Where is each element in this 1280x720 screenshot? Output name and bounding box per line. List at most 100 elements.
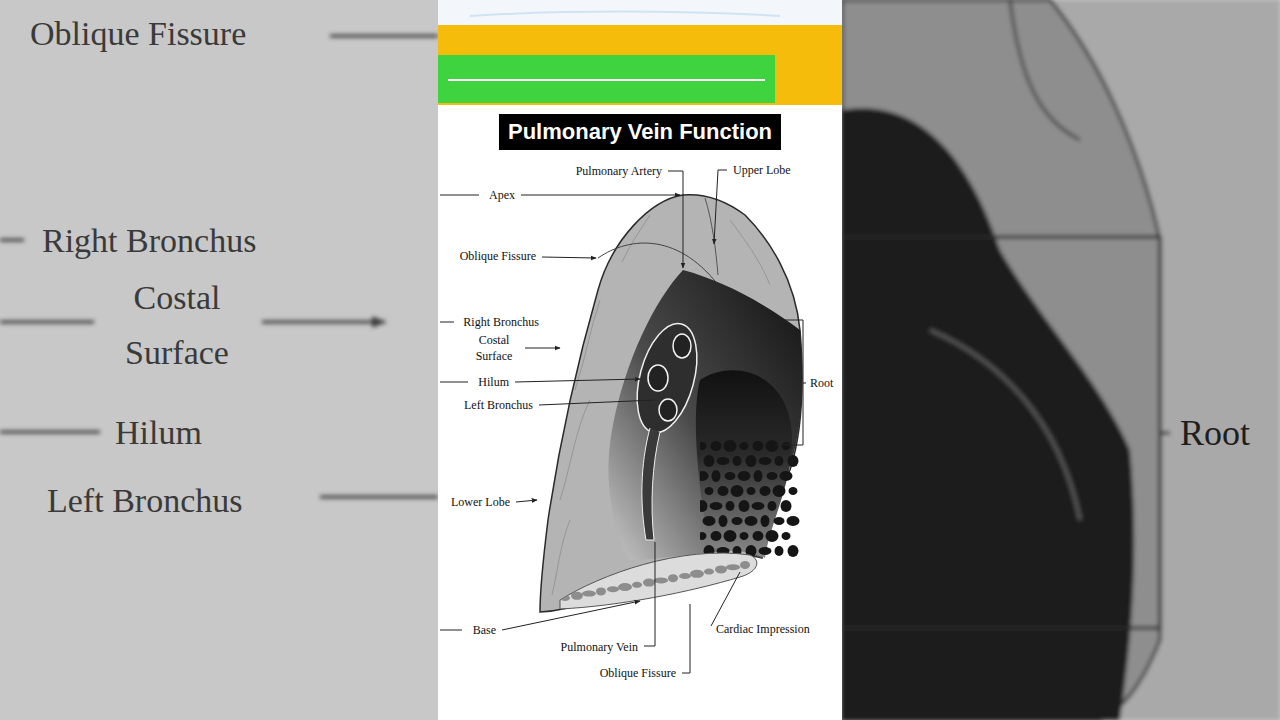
- texture-spot: [753, 531, 764, 541]
- texture-spot: [571, 592, 583, 600]
- texture-spot: [710, 502, 723, 510]
- texture-spot: [696, 471, 709, 481]
- part-label: Upper Lobe: [733, 163, 791, 177]
- blurred-background: [0, 0, 438, 720]
- texture-spot: [715, 565, 727, 573]
- texture-spot: [668, 574, 678, 582]
- part-label: Cardiac Impression: [716, 622, 810, 636]
- leader-line: [262, 321, 385, 324]
- part-label: Base: [473, 623, 496, 637]
- leader-line: [711, 572, 740, 626]
- texture-spot: [740, 561, 750, 569]
- bronchus-section: [648, 365, 668, 391]
- leader-line: [0, 321, 94, 324]
- texture-spot: [759, 457, 772, 465]
- leader-line: [668, 171, 683, 268]
- leader-line: [440, 322, 454, 323]
- lung-surface: [842, 0, 1160, 720]
- texture-spot: [782, 442, 791, 450]
- part-label: Apex: [489, 188, 515, 202]
- leader-line: [525, 348, 560, 349]
- blurred-leader-lines: [0, 36, 438, 497]
- part-label: Costal Surface: [469, 332, 519, 364]
- texture-spot: [711, 531, 722, 541]
- texture-spot: [560, 595, 570, 601]
- texture-spot: [724, 530, 737, 542]
- texture-spot: [690, 570, 704, 578]
- texture-spot: [782, 532, 791, 540]
- texture-spot: [596, 587, 606, 595]
- texture-spot: [726, 564, 740, 570]
- leader-line: [644, 542, 655, 646]
- texture-spot: [698, 532, 707, 540]
- top-strip-line: [470, 12, 780, 17]
- leader-line: [714, 170, 727, 244]
- part-label: Lower Lobe: [451, 495, 510, 509]
- texture-spot: [780, 471, 793, 481]
- texture-spot: [754, 470, 763, 482]
- texture-spot: [760, 486, 771, 496]
- leader-line: [542, 257, 596, 258]
- texture-line: [560, 400, 590, 500]
- texture-spot: [738, 471, 751, 481]
- texture-spot: [761, 515, 770, 527]
- texture-line: [622, 215, 650, 262]
- leader-line: [0, 239, 24, 242]
- blurred-lung-closeup: [842, 0, 1280, 720]
- texture-spot: [789, 487, 798, 495]
- texture-spot: [718, 486, 729, 496]
- texture-spot: [654, 577, 668, 583]
- texture-spot: [632, 582, 642, 588]
- fissure-line: [1010, 0, 1080, 140]
- texture-spot: [712, 470, 721, 482]
- leader-line: [539, 400, 655, 405]
- texture-spot: [582, 591, 596, 597]
- texture-spot: [726, 501, 735, 511]
- texture-spot: [766, 440, 779, 452]
- blurred-label: Oblique Fissure: [30, 14, 246, 53]
- green-bar-line: [448, 79, 765, 81]
- texture-spot: [724, 440, 737, 452]
- texture-spot: [767, 472, 778, 480]
- root-bracket: [775, 320, 803, 445]
- texture-spot: [607, 586, 619, 592]
- texture-spot: [759, 547, 772, 555]
- blurred-label: Hilum: [115, 413, 202, 452]
- lung-outline: [540, 195, 802, 612]
- cardiac-impression: [696, 370, 792, 558]
- texture-spot: [679, 573, 691, 579]
- part-label: Oblique Fissure: [460, 249, 536, 263]
- texture-spot: [643, 579, 655, 587]
- part-label: Right Bronchus: [463, 315, 539, 329]
- hilum: [626, 317, 707, 439]
- leader-line: [502, 601, 640, 630]
- texture-spot: [773, 485, 786, 497]
- texture-line: [730, 220, 770, 285]
- texture-spot: [768, 501, 777, 511]
- texture-spot: [752, 502, 765, 510]
- texture-spot: [725, 472, 736, 480]
- pulmonary-artery-section: [673, 334, 691, 358]
- texture-spot: [719, 515, 728, 527]
- leader-lines: [440, 170, 806, 673]
- texture-line: [552, 520, 570, 595]
- pulmonary-vein-section: [659, 399, 677, 421]
- texture-spot: [781, 500, 792, 512]
- texture-spot: [704, 455, 715, 467]
- texture-spot: [745, 516, 758, 526]
- texture-line: [575, 300, 600, 390]
- leader-line: [516, 500, 537, 502]
- texture-spot: [740, 442, 749, 450]
- texture-spot: [747, 487, 756, 495]
- center-panel: [438, 0, 842, 720]
- texture-spot: [788, 545, 799, 557]
- part-label: Oblique Fissure: [600, 666, 676, 680]
- texture-spot: [733, 456, 742, 466]
- root-bracket-tip: [1160, 432, 1170, 435]
- texture-spot: [697, 500, 708, 512]
- texture-spot: [774, 517, 785, 525]
- leader-line: [440, 630, 462, 631]
- leader-line: [440, 382, 468, 383]
- blurred-background: [842, 0, 1280, 720]
- texture-spot: [717, 457, 730, 465]
